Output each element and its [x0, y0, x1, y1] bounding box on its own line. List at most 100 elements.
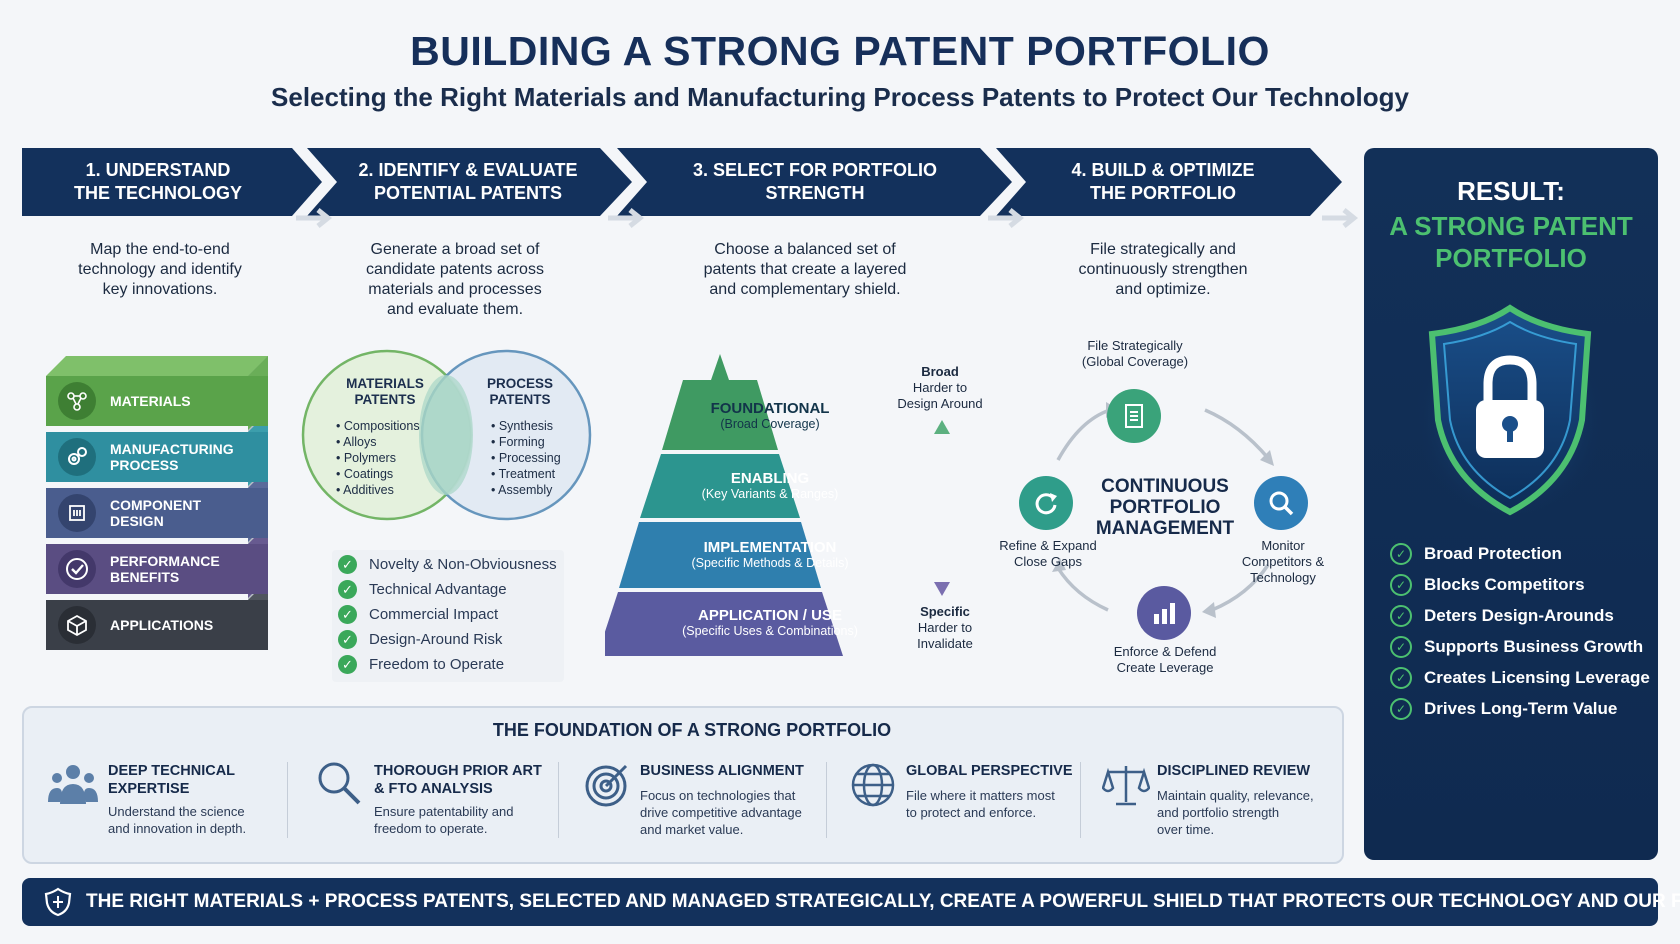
- foundation-item-text: Understand the science: [108, 803, 283, 820]
- foundation-item-prior-art: THOROUGH PRIOR ART & FTO ANALYSIS Ensure…: [374, 762, 554, 837]
- shield-lock-icon: [1410, 300, 1610, 530]
- result-item-label: Broad Protection: [1424, 544, 1562, 564]
- check-circle-icon: ✓: [1390, 698, 1412, 720]
- venn-title-line: PROCESS: [470, 376, 570, 392]
- page-title: BUILDING A STRONG PATENT PORTFOLIO: [0, 28, 1680, 75]
- step-1-description: Map the end-to-end technology and identi…: [40, 240, 280, 300]
- layer-component-design: COMPONENTDESIGN: [46, 488, 268, 538]
- foundation-item-text: and portfolio strength: [1157, 804, 1332, 821]
- foundation-item-heading: THOROUGH PRIOR ART: [374, 762, 554, 780]
- result-heading-line: PORTFOLIO: [1364, 242, 1658, 274]
- scale-line: Invalidate: [895, 636, 995, 652]
- pyramid-title: IMPLEMENTATION: [650, 539, 890, 556]
- page-subtitle: Selecting the Right Materials and Manufa…: [0, 82, 1680, 113]
- checkmark-badge-icon: [58, 550, 96, 588]
- cycle-center-label: CONTINUOUS PORTFOLIO MANAGEMENT: [1090, 476, 1240, 539]
- scales-icon: [1102, 762, 1150, 813]
- component-icon: [58, 494, 96, 532]
- step-2-description: Generate a broad set of candidate patent…: [335, 240, 575, 320]
- venn-right-title: PROCESS PATENTS: [470, 376, 570, 408]
- desc-line: continuously strengthen: [1050, 260, 1276, 280]
- check-icon: ✓: [338, 605, 357, 624]
- check-circle-icon: ✓: [1390, 543, 1412, 565]
- step-2-line1: 2. IDENTIFY & EVALUATE: [358, 159, 577, 182]
- cycle-node-enforce: Enforce & Defend Create Leverage: [1100, 644, 1230, 676]
- divider: [1080, 762, 1081, 838]
- divider: [826, 762, 827, 838]
- desc-line: materials and processes: [335, 280, 575, 300]
- desc-line: Choose a balanced set of: [680, 240, 930, 260]
- cycle-center-line: CONTINUOUS: [1090, 476, 1240, 497]
- venn-title-line: PATENTS: [335, 392, 435, 408]
- document-icon: [1107, 389, 1161, 443]
- criteria-item: ✓Technical Advantage: [338, 577, 557, 602]
- pyramid-title: ENABLING: [660, 470, 880, 487]
- foundation-item-review: DISCIPLINED REVIEW Maintain quality, rel…: [1157, 762, 1332, 838]
- foundation-item-text: and innovation in depth.: [108, 820, 283, 837]
- result-list: ✓Broad Protection ✓Blocks Competitors ✓D…: [1390, 538, 1650, 724]
- cycle-node-line: Create Leverage: [1100, 660, 1230, 676]
- check-circle-icon: ✓: [1390, 605, 1412, 627]
- layer-performance-benefits: PERFORMANCEBENEFITS: [46, 544, 268, 594]
- shield-icon: [44, 887, 72, 917]
- layer-label-line: PROCESS: [110, 457, 234, 473]
- venn-left-title: MATERIALS PATENTS: [335, 376, 435, 408]
- result-label: RESULT:: [1364, 176, 1658, 207]
- search-icon: [316, 760, 362, 811]
- criteria-item: ✓ Freedom to Operate: [338, 652, 557, 677]
- desc-line: and optimize.: [1050, 280, 1276, 300]
- foundation-item-text: over time.: [1157, 821, 1332, 838]
- foundation-item-text: File where it matters most: [906, 787, 1076, 804]
- layer-label: MATERIALS: [110, 393, 191, 409]
- result-item: ✓Drives Long-Term Value: [1390, 693, 1650, 724]
- pyramid-label-application: APPLICATION / USE (Specific Uses & Combi…: [640, 607, 900, 638]
- scale-line: Broad: [890, 364, 990, 380]
- pyramid-title: FOUNDATIONAL: [680, 400, 860, 417]
- result-item-label: Supports Business Growth: [1424, 637, 1643, 657]
- foundation-item-heading: DISCIPLINED REVIEW: [1157, 762, 1332, 780]
- scale-line: Harder to: [890, 380, 990, 396]
- foundation-item-text: Focus on technologies that: [640, 787, 822, 804]
- scale-line: Specific: [895, 604, 995, 620]
- check-circle-icon: ✓: [1390, 574, 1412, 596]
- venn-item: • Forming: [491, 434, 561, 450]
- venn-item: • Additives: [336, 482, 420, 498]
- divider: [558, 762, 559, 838]
- criteria-list: ✓Novelty & Non-Obviousness ✓Technical Ad…: [338, 552, 557, 677]
- step-3-line1: 3. SELECT FOR PORTFOLIO: [693, 159, 937, 182]
- layer-label: APPLICATIONS: [110, 617, 213, 633]
- scale-top-label: Broad Harder to Design Around: [890, 364, 990, 412]
- layer-materials: MATERIALS: [46, 376, 268, 426]
- result-item: ✓Creates Licensing Leverage: [1390, 662, 1650, 693]
- layer-label-line: PERFORMANCE: [110, 553, 220, 569]
- venn-right-list: • Synthesis • Forming • Processing • Tre…: [491, 418, 561, 498]
- broad-specific-arrow: [930, 418, 954, 598]
- check-icon: ✓: [338, 555, 357, 574]
- criteria-label: Novelty & Non-Obviousness: [369, 556, 557, 573]
- pyramid-title: APPLICATION / USE: [640, 607, 900, 624]
- cycle-node-line: Competitors &: [1228, 554, 1338, 570]
- layer-label-line: BENEFITS: [110, 569, 220, 585]
- desc-line: Map the end-to-end: [40, 240, 280, 260]
- magnifier-icon: [1254, 476, 1308, 530]
- foundation-item-heading: DEEP TECHNICAL: [108, 762, 283, 780]
- desc-line: technology and identify: [40, 260, 280, 280]
- criteria-label: Technical Advantage: [369, 581, 507, 598]
- check-circle-icon: ✓: [1390, 667, 1412, 689]
- check-icon: ✓: [338, 655, 357, 674]
- pyramid-sub: (Specific Uses & Combinations): [640, 624, 900, 638]
- criteria-label: Commercial Impact: [369, 606, 498, 623]
- bar-chart-icon: [1137, 586, 1191, 640]
- layer-label-line: MANUFACTURING: [110, 441, 234, 457]
- venn-title-line: MATERIALS: [335, 376, 435, 392]
- step-connector-arrows: [0, 200, 1400, 240]
- refresh-icon: [1019, 476, 1073, 530]
- divider: [287, 762, 288, 838]
- criteria-label: Freedom to Operate: [369, 656, 504, 673]
- result-heading-line: A STRONG PATENT: [1364, 210, 1658, 242]
- foundation-item-text: to protect and enforce.: [906, 804, 1076, 821]
- layer-applications: APPLICATIONS: [46, 600, 268, 650]
- pyramid-label-implementation: IMPLEMENTATION (Specific Methods & Detai…: [650, 539, 890, 570]
- venn-item: • Assembly: [491, 482, 561, 498]
- desc-line: File strategically and: [1050, 240, 1276, 260]
